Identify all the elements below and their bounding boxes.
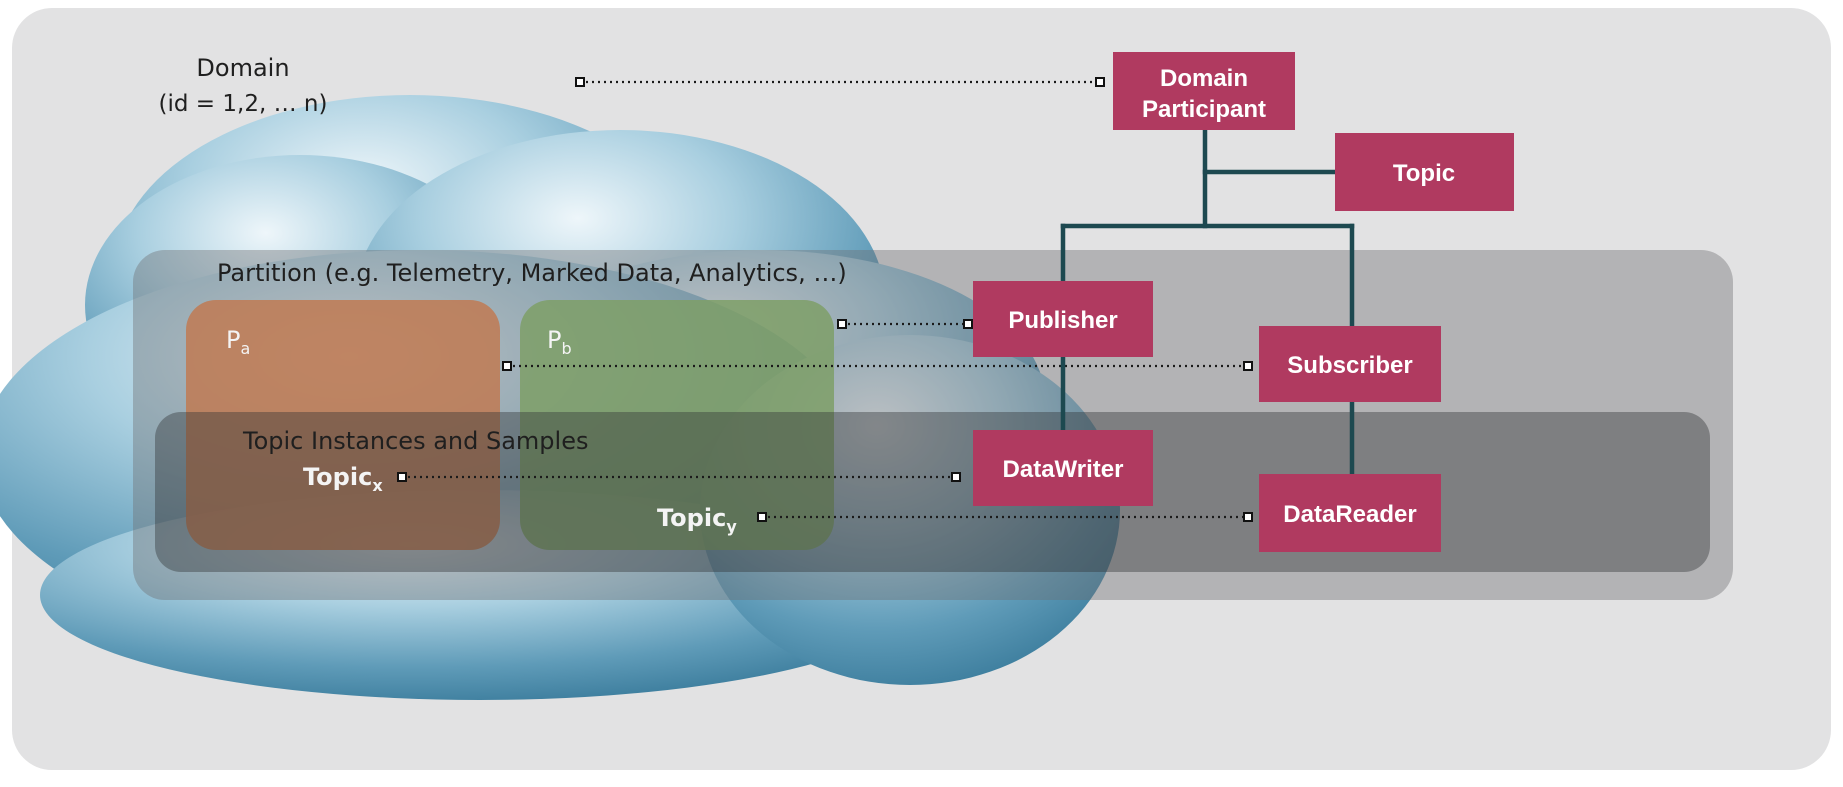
topic-instances-label: Topic Instances and Samples	[242, 427, 588, 455]
topic-y-label: Topicy	[657, 504, 737, 536]
partition-label: Partition (e.g. Telemetry, Marked Data, …	[217, 259, 847, 287]
domain-participant-box[interactable]	[1113, 52, 1295, 130]
datareader-label: DataReader	[1283, 501, 1416, 528]
partition-b-base: P	[547, 326, 561, 354]
dotted-connectors	[402, 80, 1248, 519]
topic-label: Topic	[1393, 160, 1455, 187]
partition-b-label: Pb	[547, 326, 572, 358]
publisher-box[interactable]	[973, 281, 1153, 357]
connector-endpoints	[397, 77, 1253, 522]
hierarchy-lines	[1060, 127, 1355, 477]
datareader-box[interactable]	[1259, 474, 1441, 552]
topic-x-subscript: x	[372, 476, 383, 495]
topic-x-base: Topic	[303, 463, 372, 491]
partition-b-subscript: b	[561, 339, 571, 358]
partition-a-base: P	[226, 326, 240, 354]
subscriber-box[interactable]	[1259, 326, 1441, 402]
domain-title: Domain	[196, 54, 289, 82]
partition-a-label: Pa	[226, 326, 250, 358]
topic-x-label: Topicx	[303, 463, 383, 495]
entity-boxes	[973, 52, 1514, 552]
domain-participant-label-line2: Participant	[1142, 96, 1266, 123]
topic-y-base: Topic	[657, 504, 726, 532]
partition-b-block	[520, 300, 834, 550]
topic-y-subscript: y	[726, 517, 737, 536]
partition-a-block	[186, 300, 500, 550]
partition-a-subscript: a	[240, 339, 250, 358]
domain-participant-label-line1: Domain	[1160, 65, 1248, 92]
publisher-label: Publisher	[1008, 307, 1117, 334]
domain-id-range: (id = 1,2, … n)	[159, 91, 328, 117]
subscriber-label: Subscriber	[1287, 352, 1412, 379]
topic-box[interactable]	[1335, 133, 1514, 211]
datawriter-label: DataWriter	[1003, 456, 1124, 483]
datawriter-box[interactable]	[973, 430, 1153, 506]
